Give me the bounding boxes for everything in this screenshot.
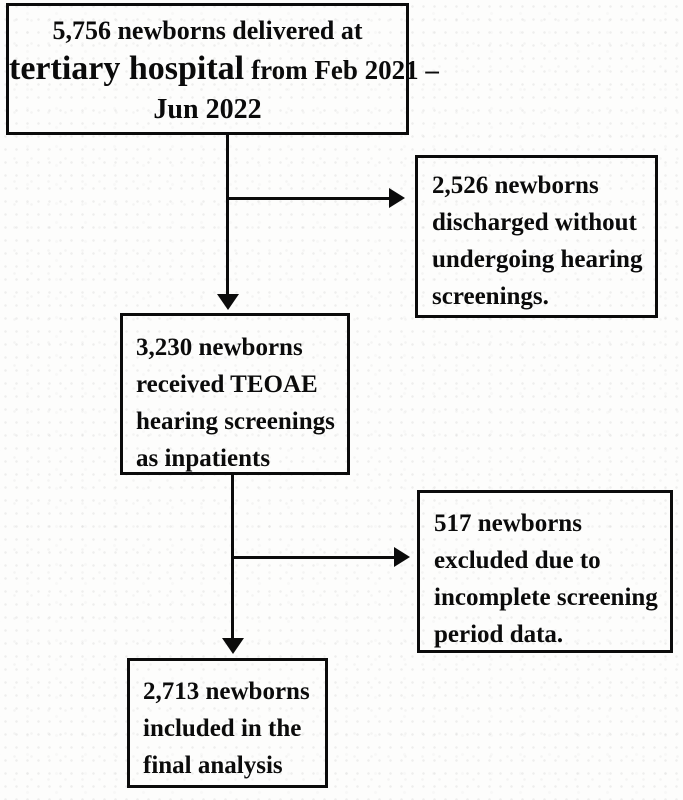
box-discharged-without-screening: 2,526 newborns discharged without underg…	[415, 155, 658, 318]
connector-delivered-to-screened-line	[226, 135, 229, 296]
box-excluded-incomplete-data: 517 newborns excluded due to incomplete …	[417, 490, 673, 653]
right-arrowhead-icon	[389, 188, 405, 208]
branch-to-excluded-line	[232, 556, 395, 559]
box-text-line: 2,526 newborns	[432, 172, 599, 199]
box-text-line: 5,756 newborns delivered at	[52, 16, 363, 45]
right-arrowhead-icon	[394, 547, 410, 567]
box-text-line: hearing screenings	[136, 408, 335, 435]
box-text-line: discharged without	[432, 209, 637, 236]
box-delivered-newborns: 5,756 newborns delivered at tertiary hos…	[6, 3, 439, 135]
box-text-line: 2,713 newborns	[143, 678, 310, 705]
box-text-line: as inpatients	[136, 445, 271, 472]
box-text-line: undergoing hearing	[432, 246, 643, 273]
box-text-line: incomplete screening	[434, 584, 658, 611]
box-text-line: included in the	[143, 715, 302, 742]
box-text-line: Jun 2022	[153, 94, 262, 125]
box-teoae-screened-inpatients: 3,230 newborns received TEOAE hearing sc…	[120, 313, 350, 475]
box-text-line: screenings.	[432, 283, 549, 310]
box-text-line: 517 newborns	[434, 510, 582, 537]
box-text-line: 3,230 newborns	[136, 334, 303, 361]
down-arrowhead-icon	[222, 638, 244, 654]
box-final-analysis: 2,713 newborns included in the final ana…	[127, 658, 328, 788]
box-text-line: final analysis	[143, 752, 283, 779]
down-arrowhead-icon	[217, 294, 239, 310]
branch-to-discharged-line	[227, 197, 390, 200]
box-text-line: period data.	[434, 621, 564, 648]
box-text-emphasis: tertiary hospital	[9, 50, 245, 87]
box-text-line: excluded due to	[434, 547, 601, 574]
box-text-line: received TEOAE	[136, 371, 318, 398]
box-text-rest: from Feb 2021 –	[251, 55, 439, 85]
